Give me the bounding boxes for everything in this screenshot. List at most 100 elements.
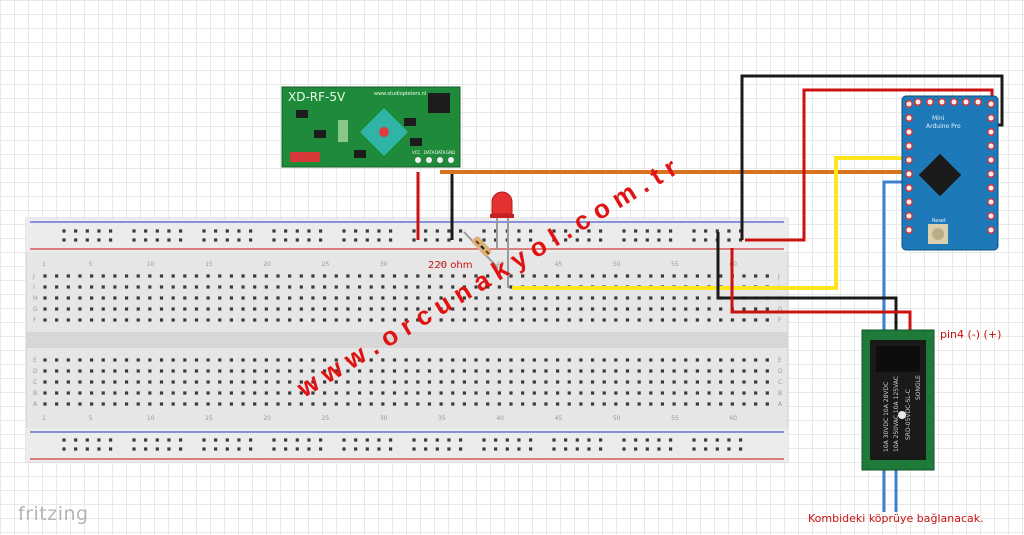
breadboard-hole <box>567 274 571 278</box>
breadboard-hole <box>229 380 233 384</box>
row-letter: B <box>778 390 782 397</box>
breadboard-hole <box>579 307 583 311</box>
column-number: 5 <box>89 415 93 422</box>
rail-hole <box>599 438 603 442</box>
breadboard-hole <box>497 274 501 278</box>
breadboard-hole <box>90 369 94 373</box>
breadboard-hole <box>206 380 210 384</box>
breadboard-hole <box>590 391 595 395</box>
arduino-pin-top <box>974 98 982 106</box>
breadboard-hole <box>357 358 362 362</box>
rail-hole <box>564 229 568 233</box>
rail-hole <box>155 229 159 233</box>
breadboard-hole <box>229 369 233 373</box>
rail-hole <box>692 229 696 233</box>
breadboard-hole <box>649 274 653 278</box>
rail-hole <box>179 238 183 242</box>
breadboard-hole <box>194 285 199 289</box>
breadboard-hole <box>497 296 501 300</box>
rail-hole <box>634 447 638 451</box>
rail-hole <box>575 238 579 242</box>
breadboard-hole <box>695 358 699 362</box>
rail-hole <box>622 229 626 233</box>
breadboard-hole <box>637 369 641 373</box>
row-letter: C <box>33 379 37 386</box>
breadboard-hole <box>357 380 362 384</box>
breadboard-hole <box>241 307 245 311</box>
rail-hole <box>552 438 556 442</box>
breadboard-hole <box>532 402 536 406</box>
rail-hole <box>202 447 206 451</box>
breadboard-hole <box>381 369 385 373</box>
rail-hole <box>214 447 218 451</box>
breadboard-hole <box>369 369 373 373</box>
breadboard-hole <box>183 285 187 289</box>
breadboard-hole <box>427 380 432 384</box>
breadboard-hole <box>439 296 443 300</box>
rail-hole <box>179 229 183 233</box>
breadboard-hole <box>299 380 303 384</box>
rail-hole <box>109 238 113 242</box>
breadboard-hole <box>602 369 606 373</box>
breadboard-hole <box>719 402 723 406</box>
breadboard-hole <box>614 402 618 406</box>
rail-hole <box>657 238 661 242</box>
breadboard-hole <box>742 402 746 406</box>
breadboard-hole <box>439 318 443 322</box>
breadboard-hole <box>381 296 385 300</box>
breadboard-hole <box>462 296 466 300</box>
breadboard-hole <box>695 296 699 300</box>
rail-hole <box>727 438 731 442</box>
breadboard-hole <box>148 391 152 395</box>
rail-hole <box>62 447 66 451</box>
breadboard-hole <box>556 307 560 311</box>
breadboard-hole <box>684 391 688 395</box>
breadboard-hole <box>579 380 583 384</box>
breadboard-hole <box>183 358 187 362</box>
breadboard-hole <box>416 358 420 362</box>
breadboard-hole <box>218 296 222 300</box>
breadboard-hole <box>672 391 676 395</box>
breadboard-hole <box>509 358 513 362</box>
rail-hole <box>342 238 346 242</box>
breadboard-hole <box>159 296 164 300</box>
rail-hole <box>272 229 276 233</box>
breadboard-hole <box>124 402 129 406</box>
breadboard-hole <box>439 358 443 362</box>
breadboard-hole <box>101 380 105 384</box>
breadboard-hole <box>78 380 82 384</box>
rail-hole <box>74 229 78 233</box>
breadboard-hole <box>427 285 432 289</box>
blue-relay-signal-wire <box>882 180 905 330</box>
breadboard-hole <box>357 307 362 311</box>
breadboard-hole <box>509 285 513 289</box>
row-letter: A <box>778 401 783 408</box>
rail-hole <box>307 238 311 242</box>
rail-hole <box>284 447 288 451</box>
breadboard-hole <box>241 318 245 322</box>
breadboard-hole <box>276 274 280 278</box>
breadboard-hole <box>136 391 140 395</box>
breadboard-hole <box>742 380 746 384</box>
breadboard-hole <box>381 318 385 322</box>
breadboard-hole <box>55 380 59 384</box>
breadboard-hole <box>183 274 187 278</box>
breadboard-hole <box>707 369 711 373</box>
breadboard-hole <box>194 307 199 311</box>
breadboard-hole <box>509 402 513 406</box>
rail-hole <box>505 447 509 451</box>
rail-hole <box>85 229 89 233</box>
rail-hole <box>295 438 299 442</box>
breadboard-hole <box>392 307 397 311</box>
rail-hole <box>412 229 416 233</box>
breadboard-hole <box>369 358 373 362</box>
breadboard-hole <box>90 307 94 311</box>
rail-hole <box>214 438 218 442</box>
breadboard-hole <box>288 318 292 322</box>
breadboard-hole <box>136 402 140 406</box>
breadboard-hole <box>369 318 373 322</box>
breadboard-hole <box>567 402 571 406</box>
breadboard-hole <box>579 391 583 395</box>
breadboard-hole <box>754 402 758 406</box>
breadboard-hole <box>124 391 129 395</box>
